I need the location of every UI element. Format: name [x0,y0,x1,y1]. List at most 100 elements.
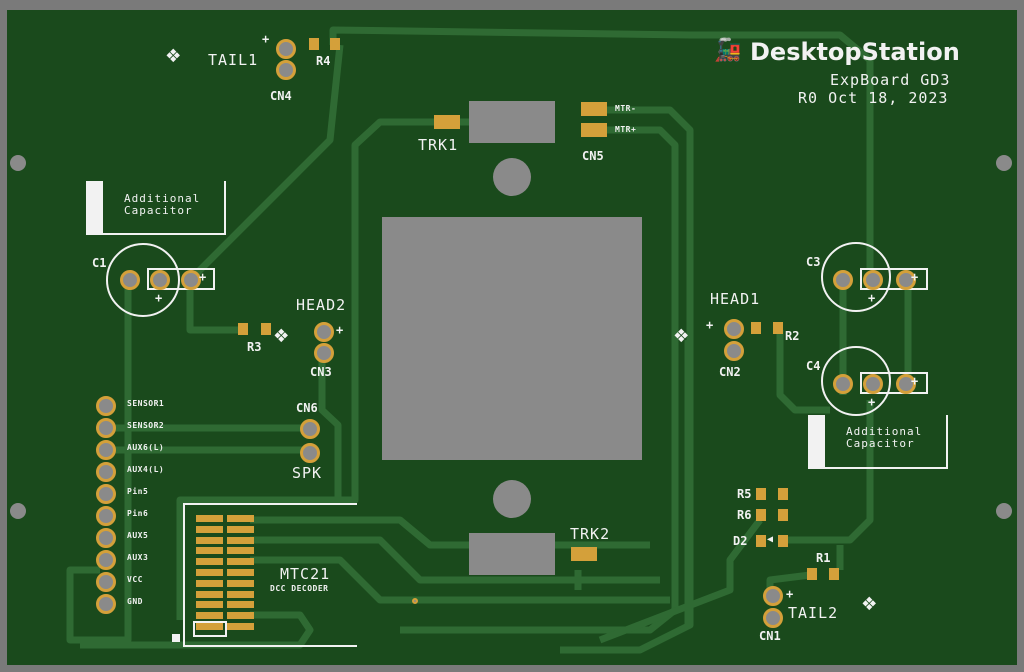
header-pin-label: AUX4(L) [127,465,165,474]
speaker-pad-center [382,217,642,460]
plus-sign: + [786,587,794,601]
plus-sign: + [199,270,207,284]
trace [66,280,132,644]
header-pin-label: AUX3 [127,553,149,562]
pad-cn4-1 [276,39,296,59]
trace [187,44,344,283]
label-mtr-minus: MTR- [615,104,637,113]
capacitor-c4-polarity-box [860,372,928,394]
pad-c1-3 [181,270,201,290]
label-cn3: CN3 [310,365,332,379]
pad-mtr-minus [581,102,607,116]
label-cn1: CN1 [759,629,781,643]
plus-sign: + [155,291,163,305]
plus-sign: + [911,270,919,284]
label-cn6: CN6 [296,401,318,415]
mtc21-pad [196,590,223,598]
header-pin [96,550,116,570]
pad-r3-1 [238,323,248,335]
pad-r5-1 [756,488,766,500]
mtc21-pad [227,579,254,587]
silk-block [87,181,103,233]
mtc21-pad [196,612,223,620]
pad-cn4-2 [276,60,296,80]
header-pin-label: Pin5 [127,487,149,496]
capacitor-c3-polarity-box [860,268,928,290]
mtc21-pad [227,558,254,566]
pad-trk1 [434,115,460,129]
board-revision: R0 Oct 18, 2023 [798,89,949,107]
pad-r1-1 [807,568,817,580]
label-cn5: CN5 [582,149,604,163]
pad-spk-2 [300,443,320,463]
mounting-hole [10,503,26,519]
brand-name: DesktopStation [750,38,960,66]
mounting-hole [996,503,1012,519]
trace [318,350,342,500]
mtc21-pad [196,536,223,544]
via [412,598,418,604]
pad-r3-2 [261,323,271,335]
pad-r5-2 [778,488,788,500]
label-cn2: CN2 [719,365,741,379]
header-pin [96,506,116,526]
header-pin-label: SENSOR2 [127,421,165,430]
silk-block [809,415,825,467]
label-r2: R2 [785,329,800,343]
label-trk2: TRK2 [570,525,611,543]
label-c1: C1 [92,256,107,270]
mtc21-pad [196,569,223,576]
label-mtc21: MTC21 [280,565,331,583]
label-tail2: TAIL2 [788,604,839,622]
led-icon: ❖ [862,588,877,616]
mounting-hole [996,155,1012,171]
trace [329,26,874,270]
mtc21-pad [196,515,223,522]
mtc21-pad [196,579,223,587]
label-additional-capacitor-2: Additional Capacitor [846,425,923,450]
mtc21-pad [227,536,254,544]
trace [776,330,830,414]
mtc21-pin1-marker [193,621,227,637]
pad-cn2-2 [724,341,744,361]
trace [186,280,245,334]
pad-r4-1 [309,38,319,50]
label-r6: R6 [737,508,752,522]
header-pin [96,418,116,438]
pad-r6-2 [778,509,788,521]
pad-cn1-2 [763,608,783,628]
led-icon: ❖ [166,40,181,68]
header-pin-label: GND [127,597,143,606]
header-pin-label: Pin6 [127,509,149,518]
pad-cn1-1 [763,586,783,606]
pad-r2-2 [773,322,783,334]
label-mtr-plus: MTR+ [615,125,637,134]
mtc21-pad [227,623,254,630]
header-pin [96,462,116,482]
pad-c4-3 [896,374,916,394]
header-pin-label: SENSOR1 [127,399,165,408]
mtc21-pad [196,623,223,630]
pad-c4-1 [833,374,853,394]
brand-logo-train-icon: 🚂 [714,38,742,63]
mtc21-pad [227,515,254,522]
pad-d2-1 [756,535,766,547]
board-title: ExpBoard GD3 [830,71,951,89]
plus-sign: + [262,32,270,46]
pad-c3-2 [863,270,883,290]
pad-mtr-plus [581,123,607,137]
speaker-pad-top [469,101,555,143]
capacitor-c4-outline [821,346,891,416]
header-pin-label: AUX6(L) [127,443,165,452]
pad-c3-1 [833,270,853,290]
label-r4: R4 [316,54,331,68]
mtc21-outline [183,503,357,647]
header-pin [96,440,116,460]
header-pin [96,572,116,592]
label-r3: R3 [247,340,262,354]
silk-dot [172,634,180,642]
label-r1: R1 [816,551,831,565]
mtc21-pad [196,547,223,555]
label-spk: SPK [292,464,323,482]
